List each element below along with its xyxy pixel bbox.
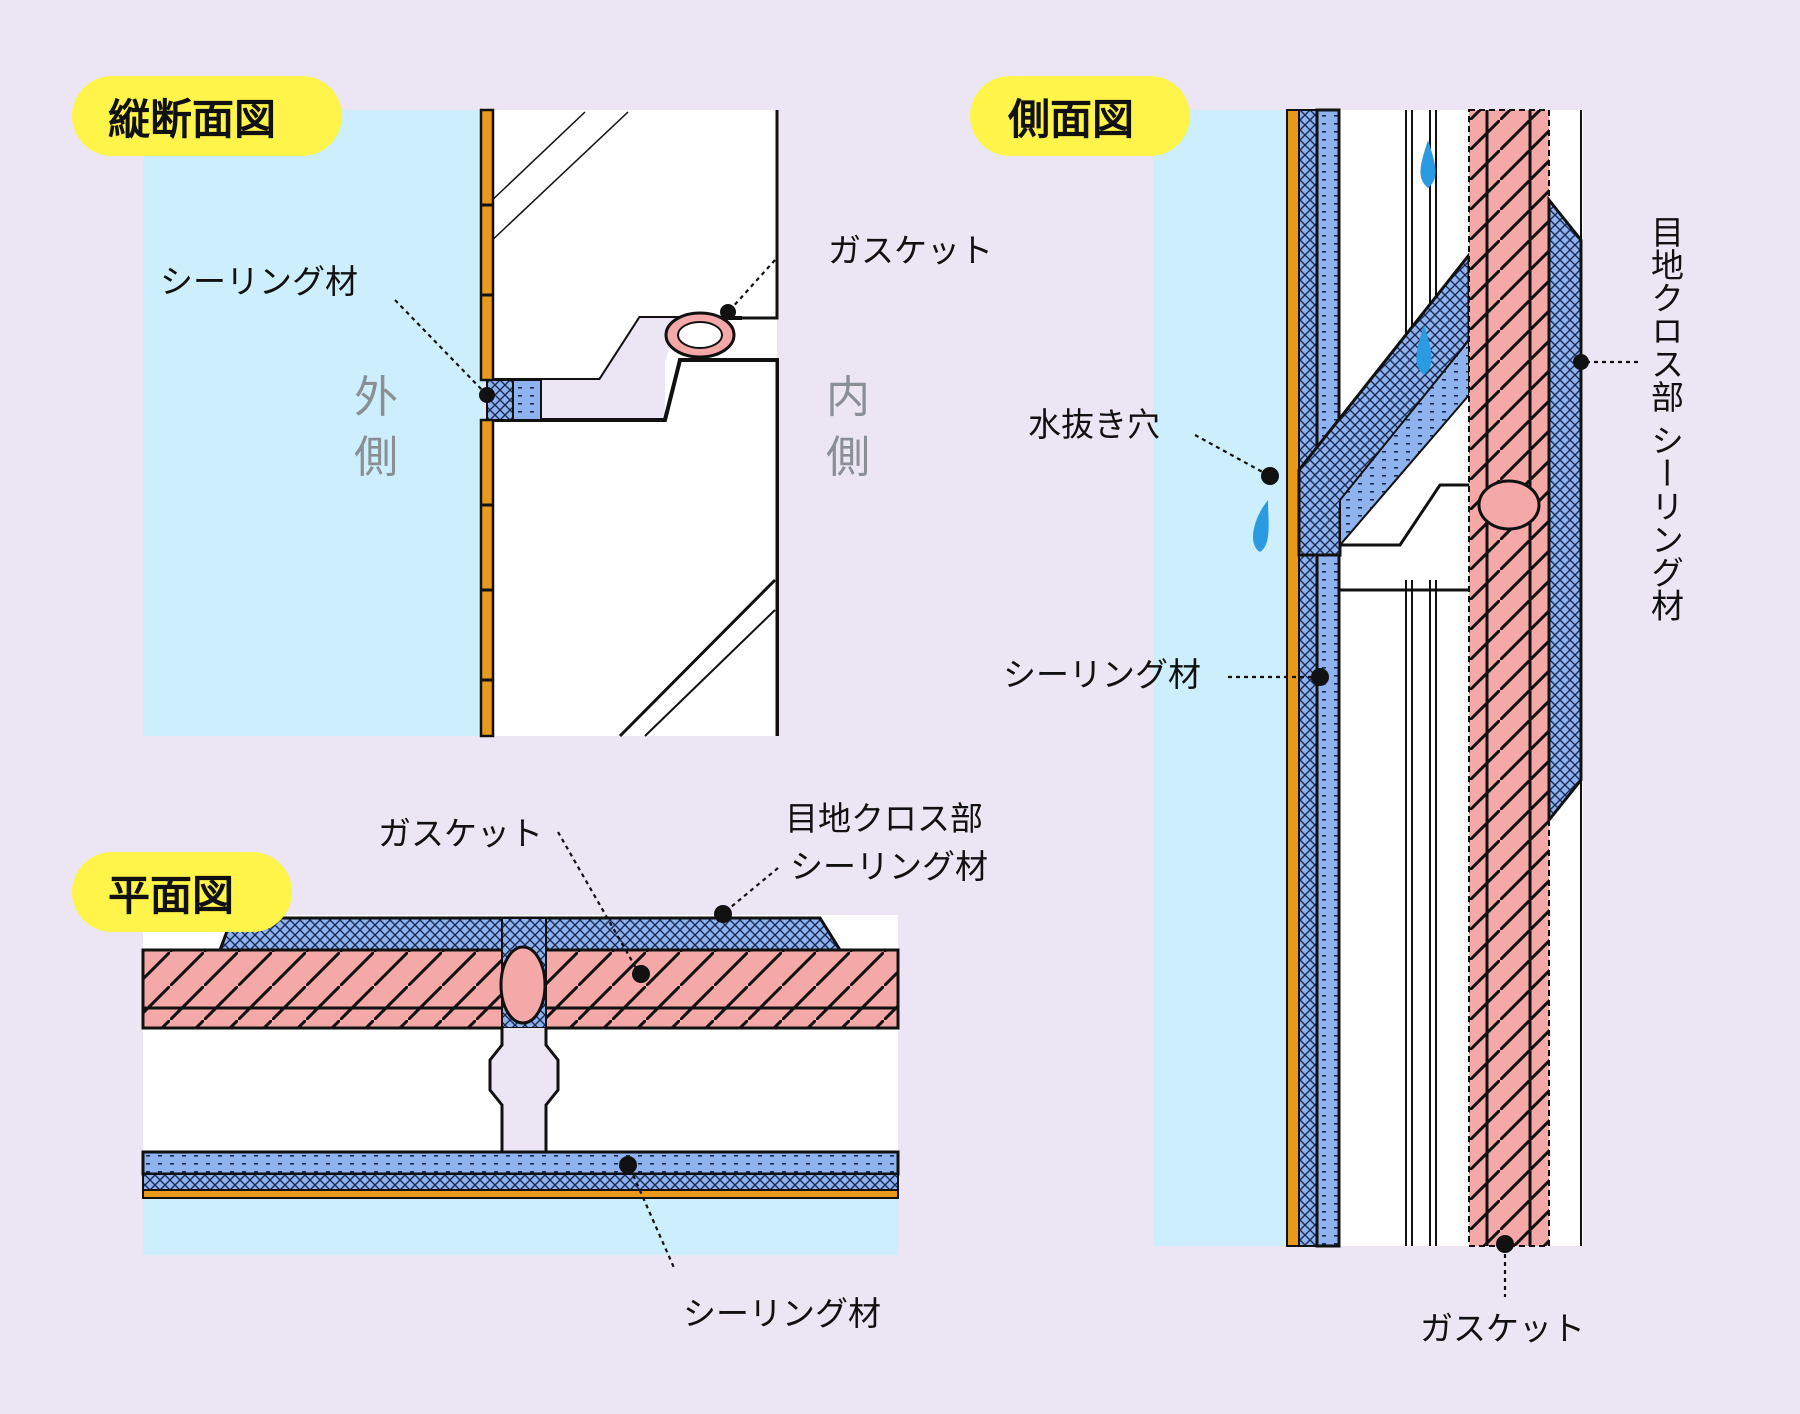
callout-drain-hole: 水抜き穴 [1028, 405, 1160, 444]
vertical-section-badge: 縦断面図 [72, 76, 342, 156]
backup-block [512, 379, 542, 421]
vertical-section-title: 縦断面図 [108, 95, 276, 144]
callout-side-gasket: ガスケット [1420, 1309, 1585, 1348]
inside-label-2: 側 [826, 432, 870, 483]
side-gasket-column [1468, 109, 1550, 1247]
callout-plan-gasket: ガスケット [378, 814, 543, 853]
side-view-panel [1153, 108, 1640, 1297]
outside-label: 外 [354, 372, 398, 423]
side-view-badge: 側面図 [970, 76, 1190, 156]
orange-panel-strip [479, 108, 495, 738]
callout-plan-joint-cross-2: シーリング材 [790, 847, 988, 886]
water-drop-icon [1253, 140, 1436, 552]
side-view-title: 側面図 [1007, 95, 1134, 144]
outside-area [143, 110, 483, 736]
joint-cross-sealant [1547, 195, 1583, 825]
callout-plan-sealant: シーリング材 [683, 1294, 881, 1333]
plan-sealant-dots [141, 1150, 900, 1176]
callout-gasket: ガスケット [828, 231, 993, 270]
outside-label-2: 側 [354, 432, 398, 483]
inside-label: 内 [826, 372, 870, 423]
callout-plan-joint-cross-1: 目地クロス部 [785, 799, 983, 838]
callout-joint-cross-sealant: 目地クロス部 シーリング材 [1646, 215, 1685, 622]
vertical-section-panel [143, 108, 779, 738]
callout-side-sealant: シーリング材 [1003, 655, 1201, 694]
plan-view-title: 平面図 [108, 871, 234, 920]
plan-view-badge: 平面図 [72, 852, 292, 932]
plan-view-panel [141, 831, 900, 1271]
callout-sealant: シーリング材 [160, 262, 358, 301]
